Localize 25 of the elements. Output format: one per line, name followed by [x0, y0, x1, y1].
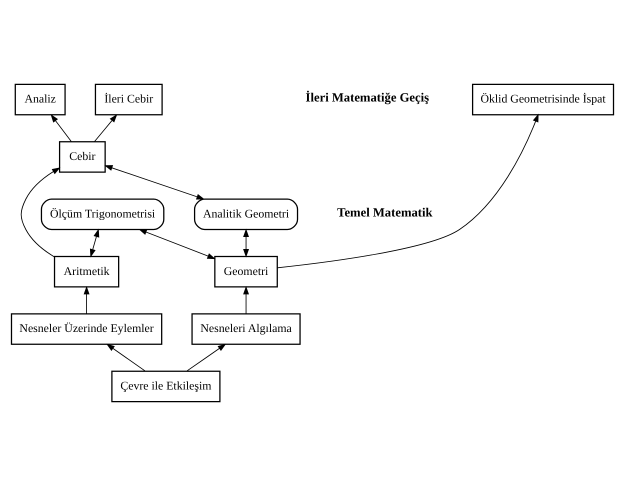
node-box: Analiz: [14, 84, 66, 116]
arrow: [104, 165, 205, 200]
node-box: Nesneleri Algılama: [191, 313, 301, 345]
node-box: Geometri: [214, 256, 278, 288]
node-box: İleri Cebir: [94, 84, 163, 116]
node-box: Aritmetik: [54, 256, 120, 288]
arrow: [94, 114, 118, 142]
node-box: Öklid Geometrisinde İspat: [472, 84, 614, 116]
node-box: Çevre ile Etkileşim: [111, 370, 221, 402]
node-box: Analitik Geometri: [194, 198, 298, 230]
label: İleri Matematiğe Geçiş: [306, 90, 430, 105]
arrow: [90, 228, 100, 258]
arrow: [106, 344, 146, 372]
arrow: [138, 229, 216, 260]
node-box: Nesneler Üzerinde Eylemler: [10, 313, 162, 345]
arrow: [243, 228, 250, 258]
arrow: [277, 114, 539, 268]
node-box: Cebir: [58, 141, 106, 173]
arrow: [186, 344, 226, 372]
arrow: [20, 167, 60, 258]
arrow: [243, 286, 250, 314]
arrow: [84, 286, 90, 314]
arrow: [50, 114, 72, 142]
label: Temel Matematik: [337, 205, 433, 220]
node-box: Ölçüm Trigonometrisi: [40, 198, 164, 230]
